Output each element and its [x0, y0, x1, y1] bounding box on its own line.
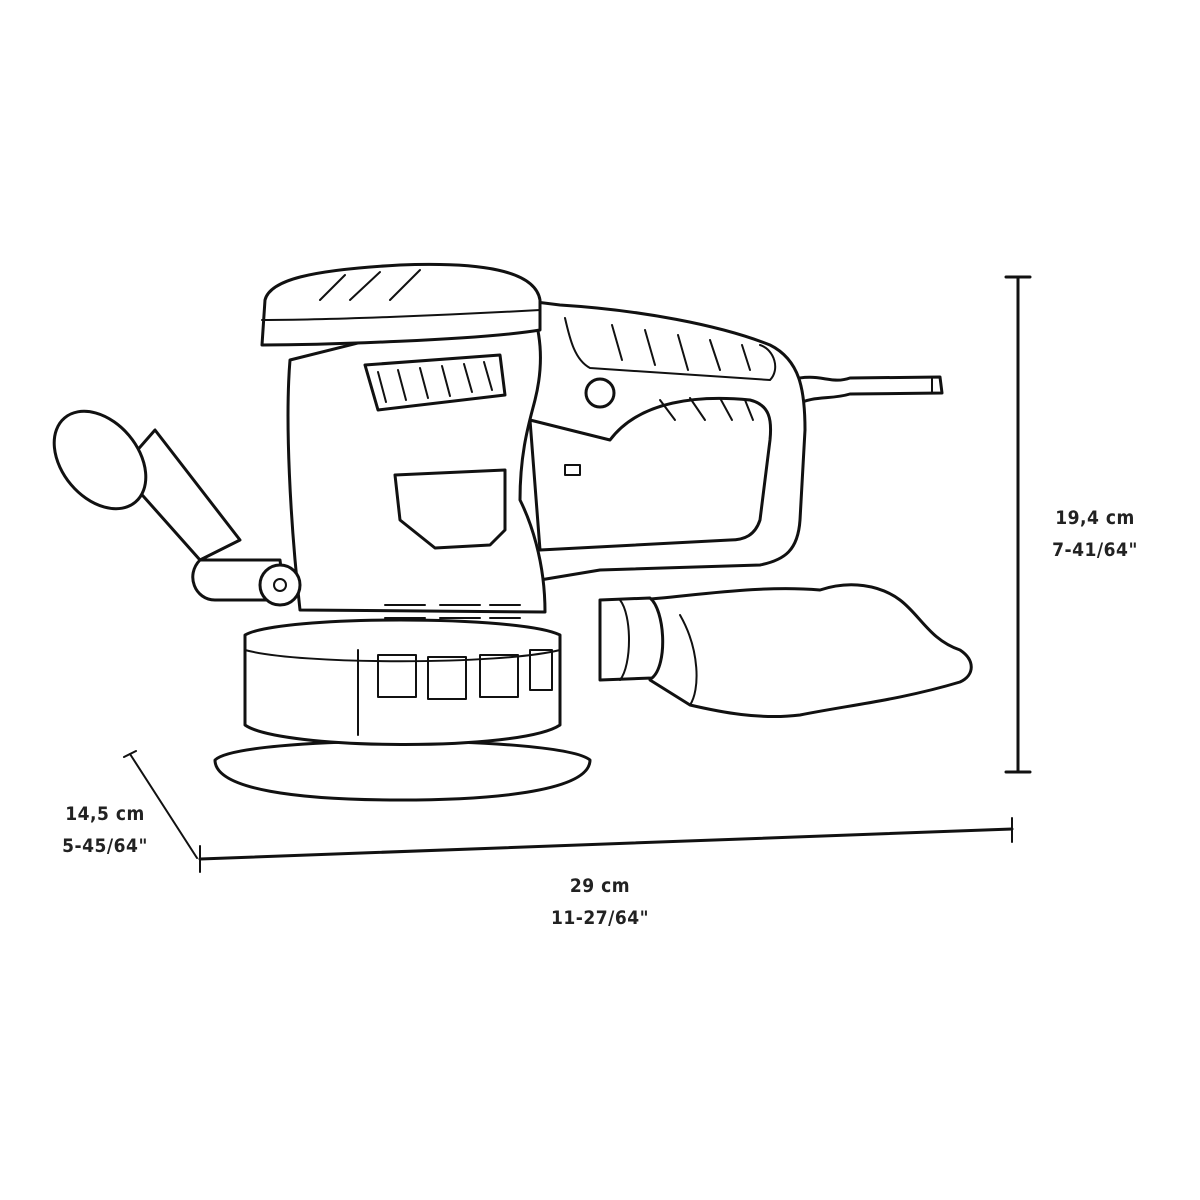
depth-metric: 14,5 cm [65, 803, 145, 825]
height-dimension-label: 19,4 cm 7-41/64" [1030, 502, 1160, 566]
depth-dimension-line [123, 750, 198, 859]
width-metric: 29 cm [569, 875, 631, 897]
front-knob [52, 409, 302, 607]
grip-blocks [377, 649, 553, 700]
width-imperial: 11-27/64" [550, 907, 650, 929]
rear-handle [518, 298, 807, 582]
power-cord [788, 375, 944, 407]
dust-bag [598, 583, 973, 719]
depth-imperial: 5-45/64" [62, 835, 148, 857]
depth-dimension-label: 14,5 cm 5-45/64" [40, 798, 170, 862]
width-dimension-label: 29 cm 11-27/64" [530, 870, 670, 934]
height-imperial: 7-41/64" [1052, 539, 1138, 561]
sander-body [260, 262, 547, 619]
width-dimension-line [198, 817, 1014, 873]
sander-base [213, 618, 592, 802]
height-metric: 19,4 cm [1055, 507, 1135, 529]
vent-slots [363, 353, 507, 412]
height-dimension-line [1004, 275, 1032, 774]
